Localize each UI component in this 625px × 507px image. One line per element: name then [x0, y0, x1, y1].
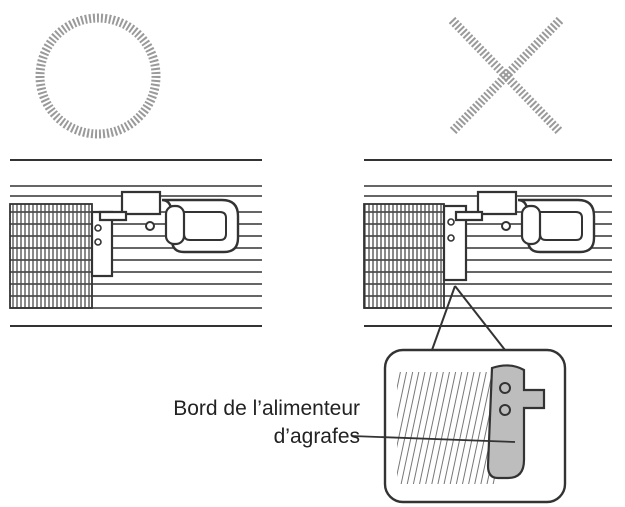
callout-label-line-2: d’agrafes	[273, 425, 360, 448]
correct-circle-icon	[35, 13, 161, 139]
magnified-view	[383, 348, 567, 504]
paper-stack	[9, 203, 93, 309]
incorrect-cross-icon	[448, 16, 564, 136]
callout-leader-line	[351, 435, 516, 443]
paper-stack	[363, 203, 445, 309]
correct-example-panel	[9, 159, 262, 327]
callout-label-line-1: Bord de l’alimenteur	[173, 397, 360, 420]
incorrect-example-panel	[363, 159, 612, 504]
